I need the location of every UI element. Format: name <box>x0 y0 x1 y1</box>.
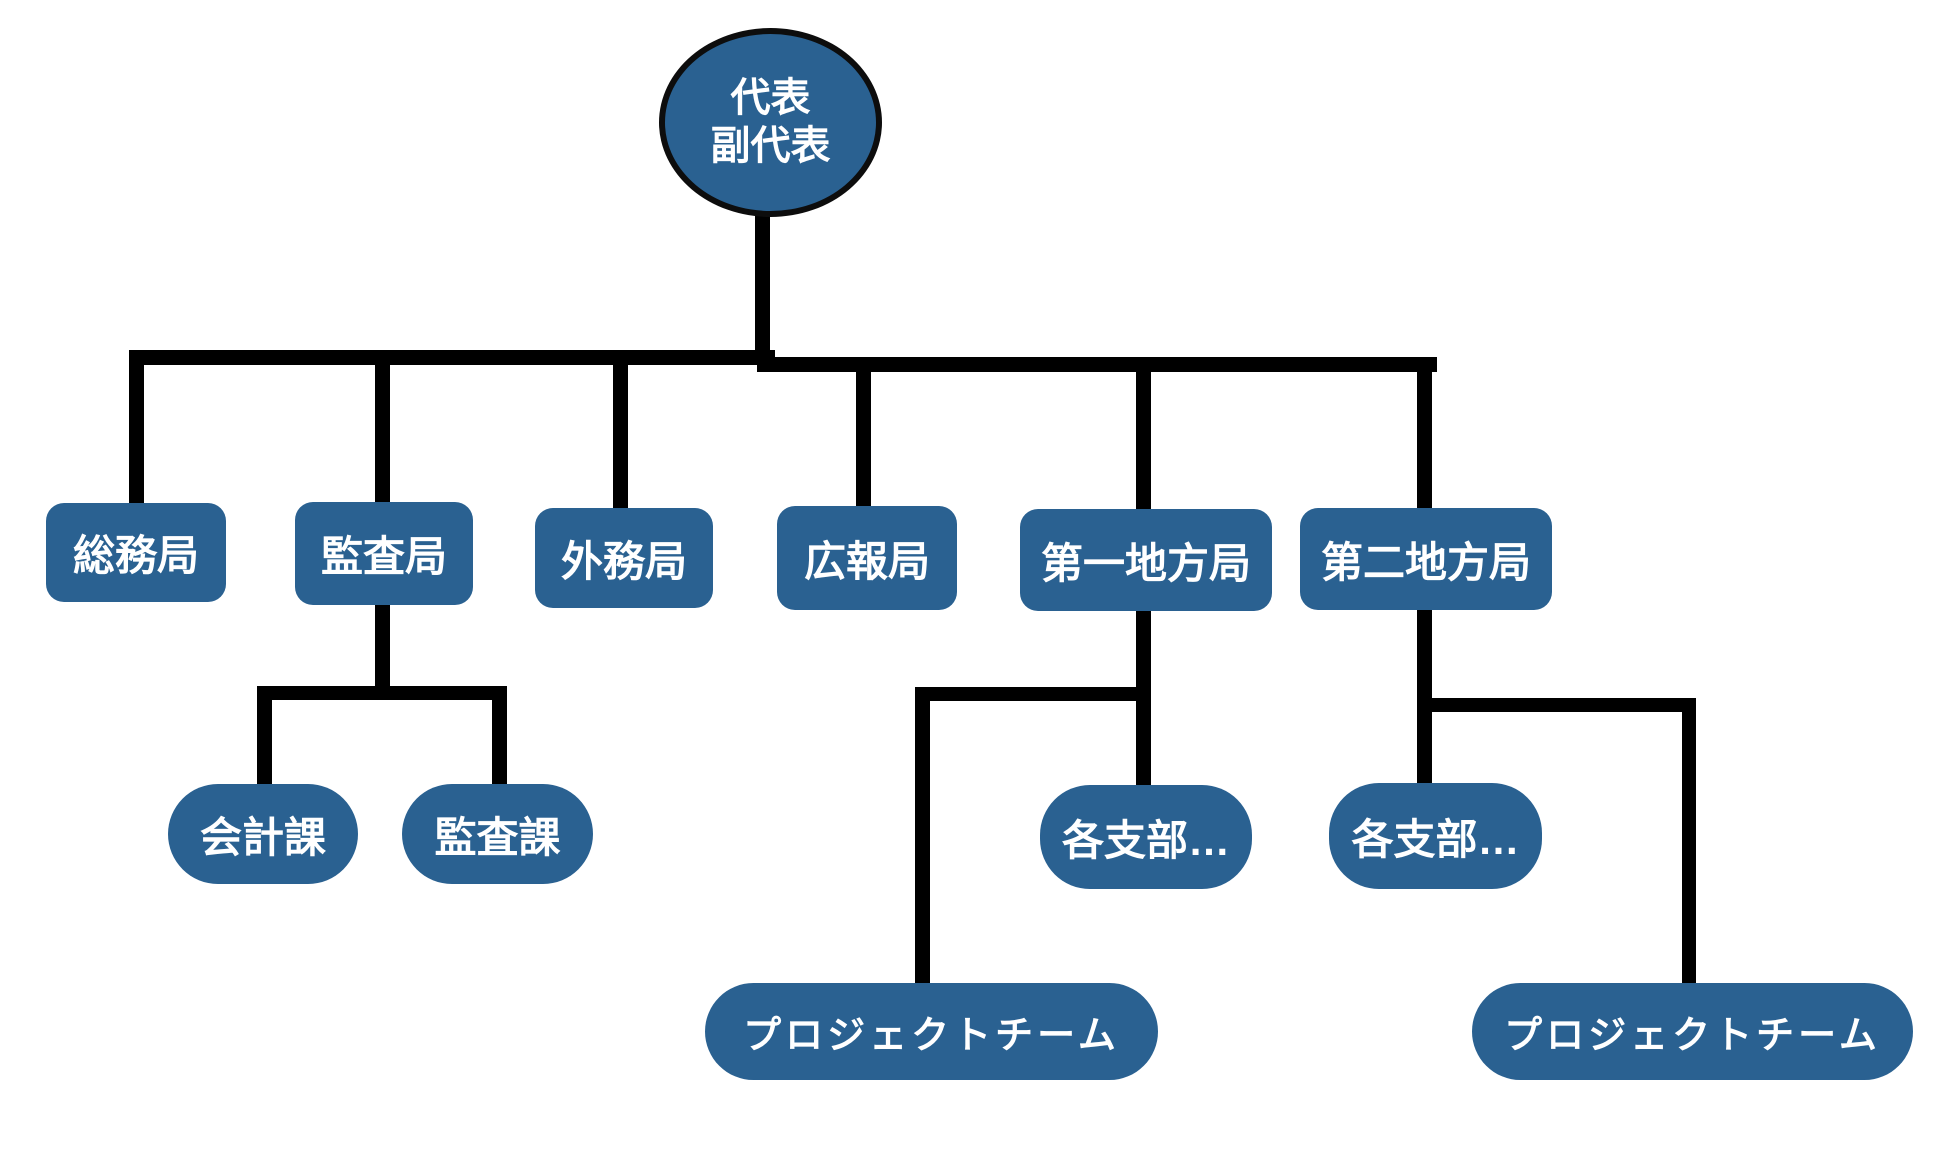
node-daini-chihoukyoku: 第二地方局 <box>1300 508 1552 610</box>
connector-drop-kansaka <box>492 686 507 788</box>
connector-drop-project-team-2 <box>1682 698 1696 987</box>
connector-drop-daini <box>1417 357 1432 514</box>
node-project-team-2: プロジェクトチーム <box>1472 983 1913 1080</box>
connector-drop-gaimukyoku <box>613 350 628 512</box>
connector-trunk-left <box>129 350 775 365</box>
node-kakushibu-1: 各支部… <box>1040 785 1252 889</box>
connector-root-stem <box>755 210 770 360</box>
node-daiichi-chihoukyoku: 第一地方局 <box>1020 509 1272 611</box>
connector-drop-daiichi <box>1136 357 1151 514</box>
connector-daini-branch <box>1417 698 1696 712</box>
root-label-line2: 副代表 <box>710 123 831 168</box>
connector-drop-kouhoukyoku <box>856 357 871 512</box>
node-project-team-1: プロジェクトチーム <box>705 983 1158 1080</box>
node-soumukyoku: 総務局 <box>46 503 226 602</box>
node-kaikeika: 会計課 <box>168 784 358 884</box>
connector-kansakyoku-stem <box>375 602 390 700</box>
connector-drop-kansakyoku <box>375 350 390 506</box>
node-kansaka: 監査課 <box>402 784 593 884</box>
connector-drop-soumukyoku <box>129 350 144 506</box>
node-kansakyoku: 監査局 <box>295 502 473 605</box>
connector-daini-stem <box>1417 605 1432 788</box>
node-gaimukyoku: 外務局 <box>535 508 713 608</box>
connector-drop-project-team-1 <box>915 687 930 987</box>
connector-daiichi-branch <box>915 687 1151 701</box>
connector-kansakyoku-branch <box>257 686 507 700</box>
node-kakushibu-2: 各支部… <box>1329 783 1542 889</box>
connector-drop-kaikeika <box>257 686 272 788</box>
connector-trunk-right <box>757 357 1437 372</box>
node-daihyou-circle: 代表 副代表 <box>659 28 882 217</box>
root-label-line1: 代表 <box>730 76 811 121</box>
node-kouhoukyoku: 広報局 <box>777 506 957 610</box>
